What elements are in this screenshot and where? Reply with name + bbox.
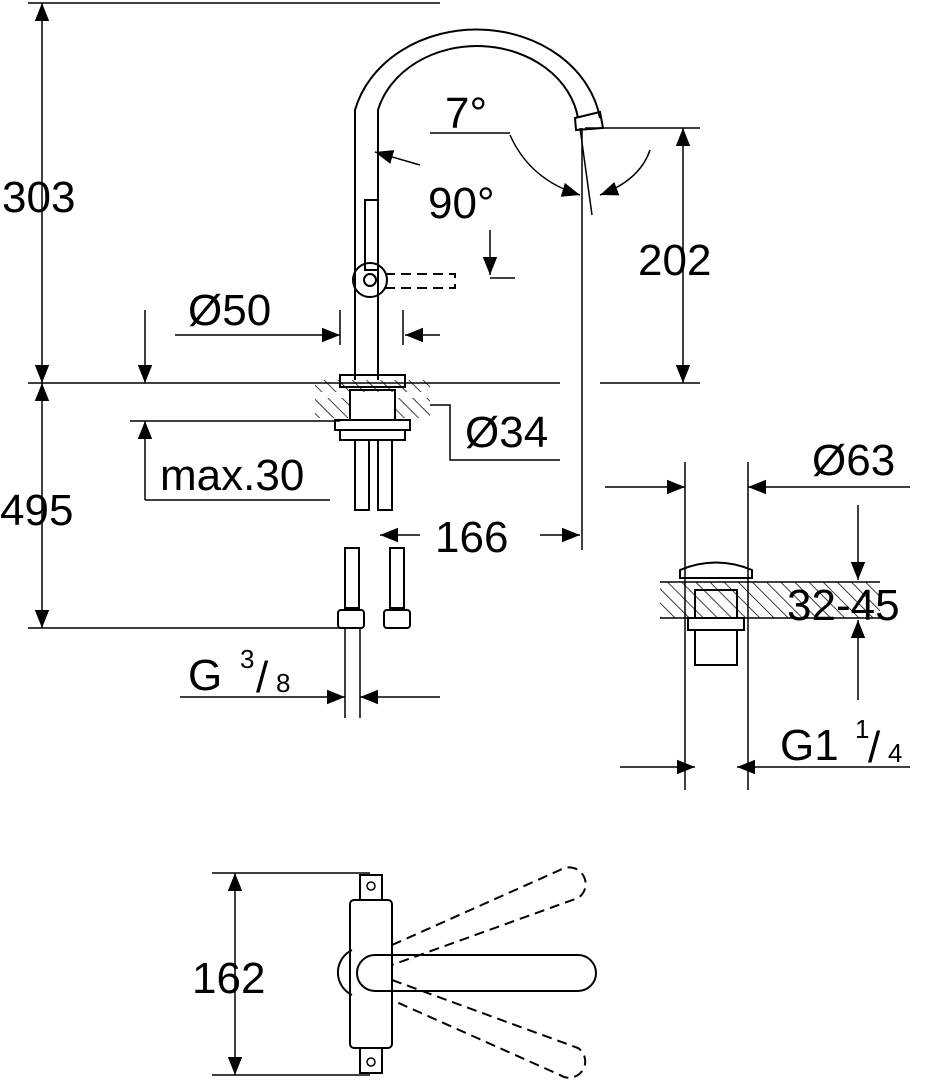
label-spout-angle: 7° [445, 89, 487, 138]
label-hose-length: 495 [0, 486, 73, 535]
label-hole-diameter: Ø34 [465, 408, 548, 457]
label-body-diameter: Ø50 [188, 286, 271, 335]
label-drain-range: 32-45 [787, 581, 900, 630]
label-top-view-length: 162 [192, 954, 265, 1003]
label-drain-thread-num: 1 [855, 714, 869, 744]
label-connection-slash: / [256, 653, 269, 702]
label-drain-diameter: Ø63 [812, 436, 895, 485]
label-total-height: 303 [2, 173, 75, 222]
label-spout-height: 202 [638, 236, 711, 285]
label-spout-reach: 166 [435, 513, 508, 562]
label-connection-den: 8 [276, 668, 290, 698]
faucet-top-view [212, 866, 597, 1079]
dimension-lines [28, 2, 700, 718]
label-connection-g: G [188, 651, 222, 700]
faucet-side-view [315, 28, 605, 629]
pop-up-drain [605, 462, 910, 790]
label-swivel-angle: 90° [428, 179, 495, 228]
label-drain-thread-den: 4 [888, 738, 902, 768]
label-max-thickness: max.30 [160, 451, 304, 500]
label-drain-thread: G1 [780, 721, 839, 770]
label-connection-num: 3 [240, 644, 254, 674]
label-drain-thread-slash: / [868, 723, 881, 772]
